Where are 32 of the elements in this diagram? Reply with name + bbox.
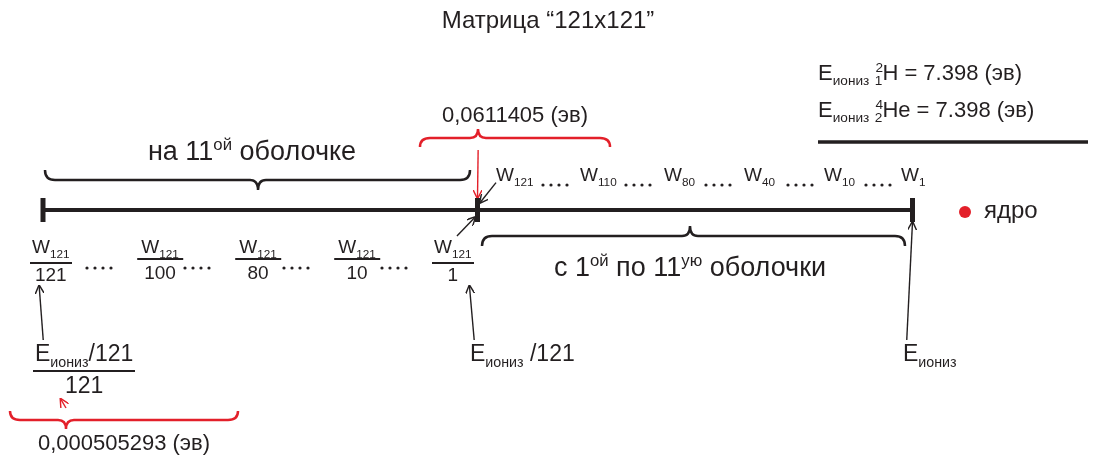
arrow	[456, 215, 477, 237]
arrow	[472, 149, 483, 200]
weight-label: W$_{80}$	[664, 164, 696, 186]
value-label: 0,000505293 (эв)	[8, 408, 240, 456]
tick-mark	[475, 198, 480, 222]
weight-label: W$_{10}$	[824, 164, 856, 186]
fraction-label: W$_{121}$ 121	[30, 236, 72, 286]
arrow	[34, 284, 45, 341]
weight-label: W$_{40}$	[744, 164, 776, 186]
denominator-label: 100	[144, 262, 176, 284]
group-caption: с 1$^{ой}$ по 11$^{ую}$ оболочки	[553, 252, 827, 284]
arrow	[906, 220, 918, 341]
title: Матрица “121x121”	[441, 6, 655, 34]
tick-mark	[910, 198, 915, 222]
weight-label: W$_{121}$	[496, 164, 534, 186]
numerator-label: W$_{121}$	[137, 236, 183, 260]
denominator-label: 80	[247, 262, 269, 284]
arrow	[478, 181, 497, 205]
weight-label: W$_{1}$	[901, 164, 926, 186]
legend-text: ядро	[984, 196, 1038, 224]
weight-label: W$_{110}$	[580, 164, 617, 186]
fraction-label: W$_{121}$ 1	[432, 236, 474, 286]
denominator-label: 10	[346, 262, 368, 284]
group-caption: на 11$^{ой}$ оболочке	[147, 136, 357, 168]
arrow	[464, 284, 476, 341]
value-label: 0,0611405 (эв)	[418, 102, 612, 150]
energy-label: E$_{иониз}$ /121	[470, 340, 575, 367]
numerator-label: W$_{121}$	[235, 236, 281, 260]
numerator-label: W$_{121}$	[334, 236, 380, 260]
arrow	[59, 397, 70, 409]
fraction-label: E$_{иониз}$/121 121	[33, 340, 136, 399]
energy-label: E$_{иониз}$	[903, 340, 957, 367]
